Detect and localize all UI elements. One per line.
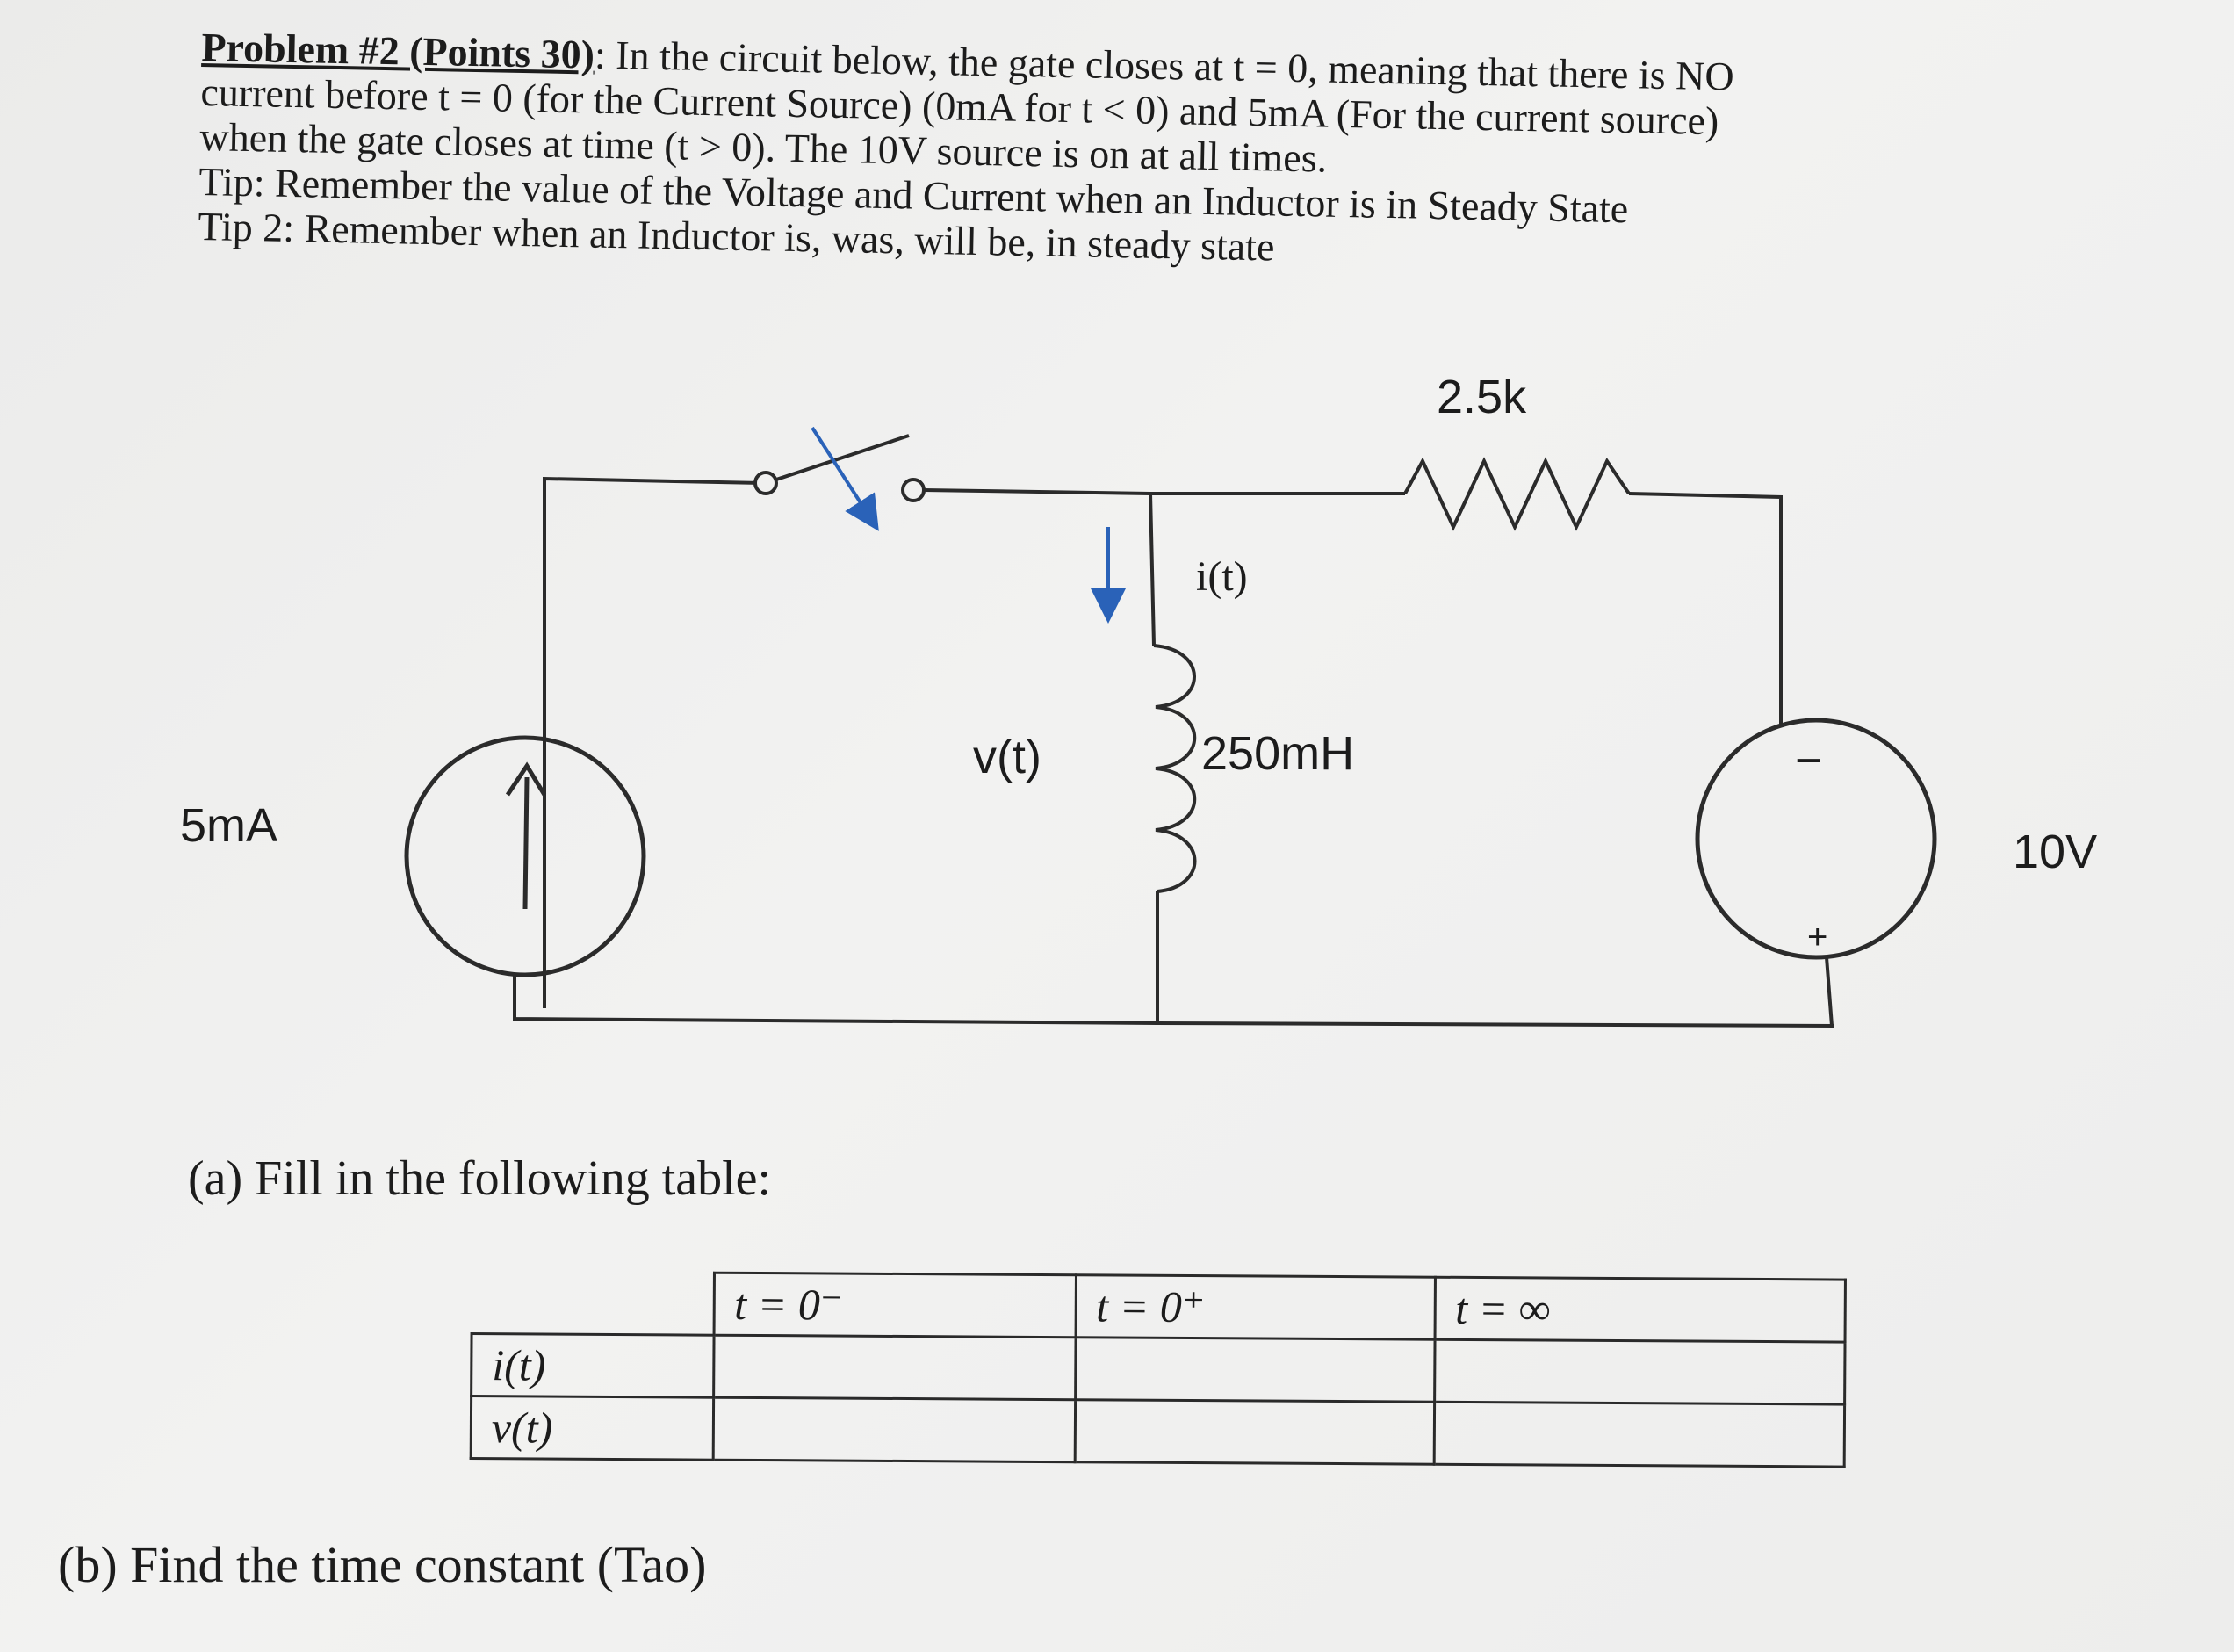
voltage-source [1695, 718, 1937, 960]
vsource-plus-sign: + [1807, 918, 1827, 956]
row-label-voltage: v(t) [471, 1396, 714, 1461]
table-corner-cell [472, 1271, 714, 1336]
inductor-label: 250mH [1201, 727, 1354, 780]
wire-top-right [1628, 492, 1783, 725]
resistor-2-5k [1403, 457, 1631, 531]
wire-inductor-top [1149, 493, 1156, 646]
wire-vsource-bottom [1825, 956, 1834, 1027]
current-source-arrow [522, 776, 530, 910]
current-source-label: 5mA [180, 799, 277, 852]
switch-contact-right [901, 478, 926, 502]
column-header-t0-minus: t = 0⁻ [713, 1273, 1076, 1338]
vsource-minus-sign: − [1795, 734, 1823, 787]
table-header-row: t = 0⁻ t = 0⁺ t = ∞ [472, 1271, 1845, 1343]
current-source [404, 735, 646, 977]
wire-bottom [513, 975, 1834, 1028]
answer-cell-i-t0-minus[interactable] [713, 1335, 1076, 1400]
answer-cell-i-t-infinity[interactable] [1434, 1339, 1845, 1405]
column-header-t-infinity: t = ∞ [1434, 1277, 1845, 1343]
answer-cell-i-t0-plus[interactable] [1075, 1337, 1435, 1403]
switch-contact-left [753, 471, 778, 495]
part-b-prompt: (b) Find the time constant (Tao) [58, 1536, 707, 1593]
part-a-prompt: (a) Fill in the following table: [188, 1151, 772, 1206]
current-source-arrowhead [505, 761, 547, 797]
switch-blade [775, 434, 910, 481]
answer-cell-v-t-infinity[interactable] [1433, 1402, 1845, 1468]
resistor-label: 2.5k [1437, 371, 1527, 423]
switch-arrow [811, 426, 879, 531]
voltage-label: v(t) [973, 731, 1041, 783]
wire-top-middle [923, 488, 1405, 495]
voltage-source-label: 10V [2013, 826, 2097, 878]
current-label: i(t) [1196, 553, 1248, 600]
table-row-voltage: v(t) [471, 1396, 1845, 1468]
answer-table: t = 0⁻ t = 0⁺ t = ∞ i(t) v(t) [470, 1270, 1847, 1468]
answer-cell-v-t0-plus[interactable] [1074, 1399, 1435, 1465]
inductor-250mH [1153, 644, 1197, 893]
column-header-t0-plus: t = 0⁺ [1075, 1274, 1435, 1340]
table-row-current: i(t) [471, 1333, 1845, 1405]
wire-left-top [543, 476, 763, 1008]
answer-cell-v-t0-minus[interactable] [712, 1397, 1076, 1462]
row-label-current: i(t) [471, 1333, 714, 1398]
